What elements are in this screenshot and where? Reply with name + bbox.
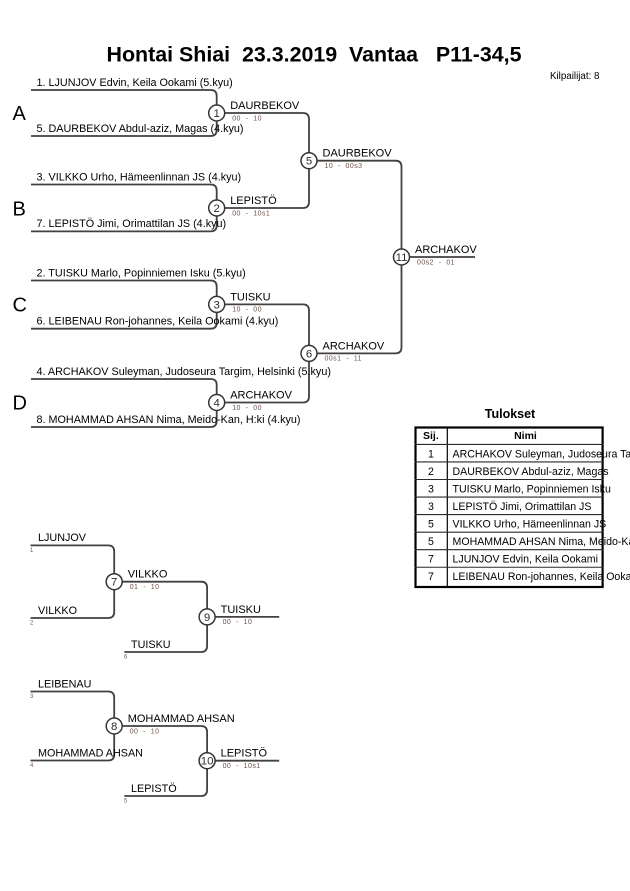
svg-text:LJUNJOV Edvin, Keila Ookami: LJUNJOV Edvin, Keila Ookami <box>453 554 598 566</box>
svg-text:1: 1 <box>214 108 220 120</box>
svg-text:LEIBENAU: LEIBENAU <box>38 678 91 690</box>
svg-text:TUISKU: TUISKU <box>131 639 171 651</box>
svg-text:00 - 10: 00 - 10 <box>130 728 160 735</box>
svg-text:LEPISTÖ: LEPISTÖ <box>221 748 268 760</box>
svg-text:LEIBENAU Ron-johannes, Keila O: LEIBENAU Ron-johannes, Keila Ookami <box>453 571 630 583</box>
svg-text:D: D <box>13 393 27 415</box>
svg-text:LEPISTÖ Jimi, Orimattilan JS: LEPISTÖ Jimi, Orimattilan JS <box>453 501 592 513</box>
svg-text:DAURBEKOV Abdul-aziz, Magas: DAURBEKOV Abdul-aziz, Magas <box>453 466 609 478</box>
svg-text:5: 5 <box>428 518 434 530</box>
svg-text:LJUNJOV: LJUNJOV <box>38 532 87 544</box>
svg-text:TUISKU: TUISKU <box>230 291 270 303</box>
svg-text:Nimi: Nimi <box>514 430 537 442</box>
svg-text:1: 1 <box>30 548 34 554</box>
svg-text:VILKKO: VILKKO <box>128 569 168 581</box>
svg-text:6. LEIBENAU Ron-johannes, Keil: 6. LEIBENAU Ron-johannes, Keila Ookami (… <box>37 316 279 328</box>
svg-text:ARCHAKOV: ARCHAKOV <box>323 340 385 352</box>
svg-text:Kilpailijat: 8: Kilpailijat: 8 <box>550 71 600 82</box>
svg-text:01 - 10: 01 - 10 <box>130 584 160 591</box>
svg-text:Hontai Shiai 23.3.2019 Vanta: Hontai Shiai 23.3.2019 Vantaa P11-34,5 <box>107 43 522 67</box>
svg-text:1. LJUNJOV Edvin, Keila Ookami: 1. LJUNJOV Edvin, Keila Ookami (5.kyu) <box>37 77 233 89</box>
svg-text:6: 6 <box>124 655 128 661</box>
svg-text:6: 6 <box>306 348 312 360</box>
svg-text:10 - 00: 10 - 00 <box>232 307 262 314</box>
svg-text:LEPISTÖ: LEPISTÖ <box>230 195 277 207</box>
svg-text:00 - 10: 00 - 10 <box>232 115 262 122</box>
svg-text:2: 2 <box>428 466 434 478</box>
svg-text:3: 3 <box>428 501 434 513</box>
svg-text:5: 5 <box>124 799 128 805</box>
svg-text:A: A <box>13 103 27 125</box>
svg-text:11: 11 <box>396 252 408 264</box>
svg-text:4: 4 <box>214 398 220 410</box>
svg-text:10 - 00s3: 10 - 00s3 <box>325 163 363 170</box>
svg-text:3: 3 <box>30 694 34 700</box>
svg-text:00 - 10s1: 00 - 10s1 <box>223 763 261 770</box>
svg-text:TUISKU: TUISKU <box>221 604 261 616</box>
svg-text:00s1 - 11: 00s1 - 11 <box>325 356 363 363</box>
svg-text:3: 3 <box>214 299 220 311</box>
svg-text:VILKKO Urho, Hämeenlinnan JS: VILKKO Urho, Hämeenlinnan JS <box>453 518 607 530</box>
svg-text:2: 2 <box>214 203 220 215</box>
svg-text:LEPISTÖ: LEPISTÖ <box>131 783 177 795</box>
svg-text:8. MOHAMMAD AHSAN Nima, Meido-: 8. MOHAMMAD AHSAN Nima, Meido-Kan, H:ki … <box>37 414 301 426</box>
svg-text:ARCHAKOV: ARCHAKOV <box>230 390 292 402</box>
svg-text:5: 5 <box>428 536 434 548</box>
svg-text:4: 4 <box>30 763 34 769</box>
svg-text:2: 2 <box>30 621 34 627</box>
svg-text:ARCHAKOV: ARCHAKOV <box>415 244 477 256</box>
svg-text:5: 5 <box>306 156 312 168</box>
svg-text:Tulokset: Tulokset <box>485 407 536 421</box>
svg-text:MOHAMMAD AHSAN Nima, Meido-Kan: MOHAMMAD AHSAN Nima, Meido-Kan, H:ki <box>453 536 630 548</box>
svg-text:10: 10 <box>201 756 214 768</box>
svg-text:C: C <box>13 295 27 317</box>
svg-text:VILKKO: VILKKO <box>38 605 77 617</box>
svg-text:00 - 10s1: 00 - 10s1 <box>232 210 270 217</box>
svg-text:7: 7 <box>428 571 434 583</box>
svg-text:00s2 - 01: 00s2 - 01 <box>417 259 455 266</box>
svg-text:DAURBEKOV: DAURBEKOV <box>230 100 300 112</box>
svg-text:ARCHAKOV Suleyman, Judoseura T: ARCHAKOV Suleyman, Judoseura Targim, Hel… <box>453 448 630 460</box>
svg-text:Sij.: Sij. <box>423 430 439 442</box>
svg-text:1: 1 <box>428 448 434 460</box>
svg-text:DAURBEKOV: DAURBEKOV <box>323 148 393 160</box>
svg-text:TUISKU Marlo, Popinniemen Isku: TUISKU Marlo, Popinniemen Isku <box>453 483 611 495</box>
svg-text:7: 7 <box>428 554 434 566</box>
svg-text:B: B <box>13 199 26 221</box>
svg-text:7: 7 <box>111 577 117 589</box>
svg-text:3. VILKKO Urho, Hämeenlinnan J: 3. VILKKO Urho, Hämeenlinnan JS (4.kyu) <box>37 171 242 183</box>
svg-text:5. DAURBEKOV Abdul-aziz, Magas: 5. DAURBEKOV Abdul-aziz, Magas (4.kyu) <box>37 123 244 135</box>
svg-text:9: 9 <box>204 612 210 624</box>
svg-text:MOHAMMAD AHSAN: MOHAMMAD AHSAN <box>38 747 143 759</box>
svg-text:2. TUISKU Marlo, Popinniemen I: 2. TUISKU Marlo, Popinniemen Isku (5.kyu… <box>37 267 246 279</box>
svg-text:MOHAMMAD AHSAN: MOHAMMAD AHSAN <box>128 713 235 725</box>
svg-text:3: 3 <box>428 483 434 495</box>
svg-text:4. ARCHAKOV Suleyman, Judoseur: 4. ARCHAKOV Suleyman, Judoseura Targim, … <box>37 366 331 378</box>
svg-text:8: 8 <box>111 721 117 733</box>
svg-text:7. LEPISTÖ Jimi, Orimattilan J: 7. LEPISTÖ Jimi, Orimattilan JS (4.kyu) <box>37 218 227 230</box>
svg-text:10 - 00: 10 - 00 <box>232 405 262 412</box>
svg-text:00 - 10: 00 - 10 <box>223 619 253 626</box>
